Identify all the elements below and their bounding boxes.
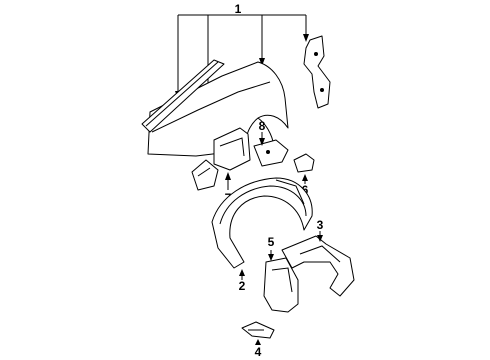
callout-6-label: 6 — [302, 183, 309, 197]
callout-7-leader — [225, 172, 231, 190]
callout-8-label: 8 — [259, 119, 266, 133]
bumper-block — [293, 153, 315, 173]
molding-strip — [141, 59, 225, 133]
support-bracket — [253, 139, 289, 167]
callout-4-label: 4 — [255, 345, 262, 359]
callout-3-label: 3 — [317, 218, 324, 232]
rear-splash-shield — [281, 235, 355, 297]
callout-2-label: 2 — [239, 279, 246, 293]
lower-bracket — [241, 321, 275, 339]
callout-8-leader — [259, 132, 265, 146]
side-bracket — [213, 127, 251, 171]
lower-clip — [191, 159, 219, 191]
callout-5-leader — [268, 250, 274, 261]
callout-5-label: 5 — [268, 235, 275, 249]
inner-fender-liner — [211, 177, 313, 269]
callout-6-leader — [302, 174, 308, 184]
callout-4-leader — [255, 339, 261, 345]
front-splash-shield — [263, 257, 299, 313]
callout-3-leader — [317, 231, 323, 242]
callout-1-label: 1 — [235, 2, 242, 16]
callout-2-leader — [239, 269, 245, 280]
rear-fender-bracket — [303, 35, 331, 109]
